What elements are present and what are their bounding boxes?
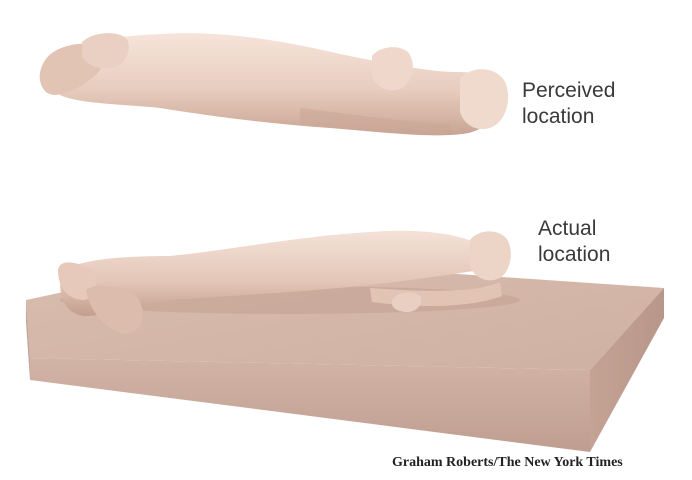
image-credit: Graham Roberts/The New York Times (392, 455, 623, 471)
actual-label-line1: Actual (538, 216, 610, 242)
perceived-label-line1: Perceived (522, 78, 615, 104)
perceived-body-figure (40, 33, 508, 135)
mattress-front (30, 358, 590, 452)
perceived-label-line2: location (522, 104, 615, 130)
actual-label-line2: location (538, 242, 610, 268)
actual-location-label: Actual location (538, 216, 610, 268)
perceived-location-label: Perceived location (522, 78, 615, 130)
